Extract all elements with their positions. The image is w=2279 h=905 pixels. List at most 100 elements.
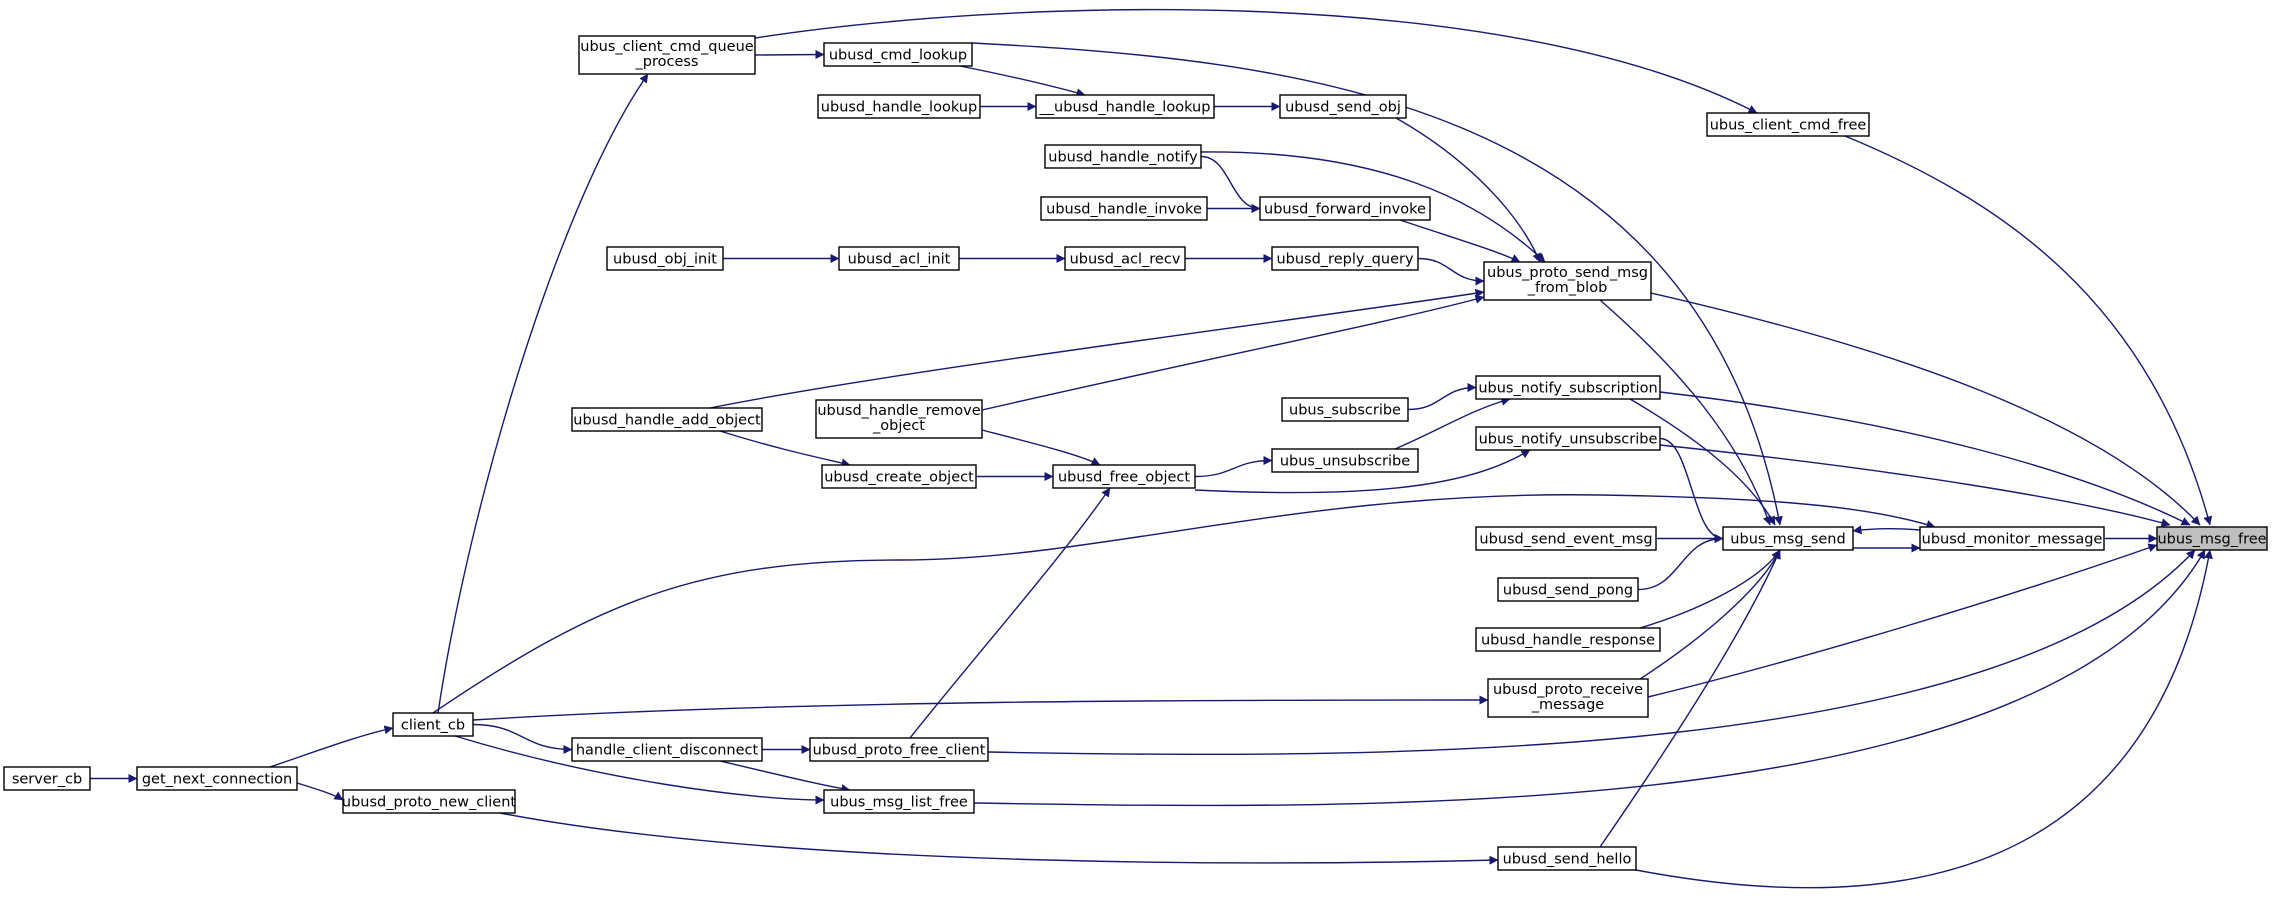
- node-ubus_msg_free[interactable]: ubus_msg_free: [2156, 526, 2268, 551]
- node-label: ubus_subscribe: [1289, 403, 1401, 419]
- node-label: ubusd_reply_query: [1276, 252, 1413, 268]
- node-ubusd_cmd_lookup[interactable]: ubusd_cmd_lookup: [823, 42, 973, 67]
- edge-ubusd_handle_remove_object-to-ubusd_free_object: [981, 429, 1101, 466]
- node-label: ubusd_send_obj: [1285, 100, 1401, 116]
- node-box: [1475, 627, 1661, 652]
- node-box: [342, 789, 516, 814]
- edge-ubusd_send_hello-to-ubus_msg_free: [1635, 549, 2213, 889]
- node-box: [1040, 196, 1208, 221]
- node-ubusd_acl_init[interactable]: ubusd_acl_init: [838, 246, 960, 271]
- node-box: [1281, 397, 1409, 422]
- node-label: ubus_proto_send_msg_from_blob: [1487, 265, 1648, 296]
- node-ubusd_handle_remove_object[interactable]: ubusd_handle_remove_object: [815, 399, 983, 439]
- edge-ubus_proto_send_msg_from_blob-to-ubus_msg_free: [1650, 292, 2201, 526]
- edge-ubus_msg_list_free-to-ubus_msg_free: [973, 549, 2206, 807]
- node-__ubusd_handle_lookup[interactable]: __ubusd_handle_lookup: [1035, 94, 1215, 119]
- node-box: [815, 399, 983, 439]
- node-ubusd_reply_query[interactable]: ubusd_reply_query: [1271, 246, 1419, 271]
- node-ubusd_send_obj[interactable]: ubusd_send_obj: [1279, 94, 1407, 119]
- node-ubusd_proto_new_client[interactable]: ubusd_proto_new_client: [342, 789, 516, 814]
- node-ubusd_free_object[interactable]: ubusd_free_object: [1052, 464, 1196, 489]
- node-box: [1271, 448, 1419, 473]
- node-box: [2156, 526, 2268, 551]
- node-box: [1722, 526, 1854, 551]
- node-box: [1044, 144, 1202, 169]
- node-box: [1052, 464, 1196, 489]
- node-label: ubusd_handle_invoke: [1046, 202, 1202, 218]
- edge-ubusd_proto_receive_message-to-ubus_msg_send: [1639, 549, 1781, 680]
- node-label: ubusd_create_object: [824, 470, 974, 486]
- node-label: ubusd_acl_recv: [1070, 252, 1181, 268]
- edge-ubusd_handle_add_object-to-ubus_proto_send_msg_from_blob: [709, 288, 1485, 409]
- node-label: ubusd_monitor_message: [1922, 532, 2103, 548]
- node-ubusd_handle_notify[interactable]: ubusd_handle_notify: [1044, 144, 1202, 169]
- node-box: [1706, 112, 1870, 137]
- edge-client_cb-to-ubusd_proto_receive_message: [472, 695, 1489, 721]
- node-ubusd_obj_init[interactable]: ubusd_obj_init: [606, 246, 724, 271]
- node-ubusd_handle_add_object[interactable]: ubusd_handle_add_object: [571, 407, 763, 432]
- edge-ubus_unsubscribe-to-ubus_notify_subscription: [1394, 396, 1511, 450]
- node-ubusd_send_hello[interactable]: ubusd_send_hello: [1497, 846, 1637, 871]
- node-server_cb[interactable]: server_cb: [3, 766, 91, 791]
- node-ubus_notify_unsubscribe[interactable]: ubus_notify_unsubscribe: [1475, 426, 1661, 451]
- edge-ubusd_handle_response-to-ubus_msg_send: [1639, 549, 1781, 629]
- node-ubusd_create_object[interactable]: ubusd_create_object: [821, 464, 977, 489]
- node-box: [1497, 577, 1639, 602]
- node-label: get_next_connection: [142, 772, 292, 788]
- node-get_next_connection[interactable]: get_next_connection: [136, 766, 298, 791]
- edge-ubusd_proto_free_client-to-ubusd_free_object: [909, 487, 1111, 739]
- edge-client_cb-to-ubus_client_cmd_queue_process: [437, 73, 649, 714]
- node-label: ubusd_handle_response: [1481, 633, 1655, 649]
- edge-ubus_notify_subscription-to-ubus_msg_free: [1659, 391, 2191, 526]
- node-label: ubusd_handle_notify: [1048, 150, 1198, 166]
- edge-ubusd_reply_query-to-ubus_proto_send_msg_from_blob: [1417, 257, 1485, 286]
- node-ubus_unsubscribe[interactable]: ubus_unsubscribe: [1271, 448, 1419, 473]
- node-ubus_notify_subscription[interactable]: ubus_notify_subscription: [1475, 375, 1661, 400]
- node-label: handle_client_disconnect: [576, 743, 759, 759]
- node-ubus_client_cmd_free[interactable]: ubus_client_cmd_free: [1706, 112, 1870, 137]
- node-ubus_monitor_message[interactable]: ubusd_monitor_message: [1919, 526, 2105, 551]
- node-ubus_msg_list_free[interactable]: ubus_msg_list_free: [823, 789, 975, 814]
- node-ubusd_handle_lookup[interactable]: ubusd_handle_lookup: [817, 94, 981, 119]
- node-label: ubusd_send_event_msg: [1479, 532, 1652, 548]
- node-ubus_subscribe[interactable]: ubus_subscribe: [1281, 397, 1409, 422]
- node-label: ubus_msg_free: [2157, 532, 2266, 548]
- edge-ubusd_proto_free_client-to-ubus_msg_free: [987, 549, 2196, 756]
- node-box: [1035, 94, 1215, 119]
- node-box: [571, 737, 763, 762]
- node-box: [809, 737, 989, 762]
- edge-client_cb-to-ubus_msg_list_free: [454, 735, 825, 805]
- node-label: server_cb: [12, 772, 82, 788]
- node-client_cb[interactable]: client_cb: [392, 712, 474, 737]
- edge-client_cb-to-handle_client_disconnect: [472, 723, 573, 754]
- node-ubusd_send_pong[interactable]: ubusd_send_pong: [1497, 577, 1639, 602]
- edge-get_next_connection-to-client_cb: [269, 725, 394, 768]
- node-ubus_client_cmd_queue_process[interactable]: ubus_client_cmd_queue_process: [578, 35, 756, 75]
- node-label: ubusd_obj_init: [613, 252, 717, 268]
- node-box: [838, 246, 960, 271]
- node-ubusd_acl_recv[interactable]: ubusd_acl_recv: [1064, 246, 1186, 271]
- edge-ubus_notify_subscription-to-ubus_msg_send: [1629, 398, 1776, 526]
- node-ubusd_send_event_msg[interactable]: ubusd_send_event_msg: [1475, 526, 1657, 551]
- node-ubusd_proto_free_client[interactable]: ubusd_proto_free_client: [809, 737, 989, 762]
- node-ubusd_handle_response[interactable]: ubusd_handle_response: [1475, 627, 1661, 652]
- node-ubusd_forward_invoke[interactable]: ubusd_forward_invoke: [1259, 196, 1431, 221]
- node-ubus_msg_send[interactable]: ubus_msg_send: [1722, 526, 1854, 551]
- node-box: [1279, 94, 1407, 119]
- edge-client_cb-to-ubus_monitor_message: [432, 494, 1936, 714]
- edge-ubusd_free_object-to-ubus_unsubscribe: [1194, 456, 1273, 478]
- node-ubusd_handle_invoke[interactable]: ubusd_handle_invoke: [1040, 196, 1208, 221]
- edge-ubusd_cmd_lookup-to-__ubusd_handle_lookup: [959, 65, 1086, 98]
- node-handle_client_disconnect[interactable]: handle_client_disconnect: [571, 737, 763, 762]
- node-ubusd_proto_receive_message[interactable]: ubusd_proto_receive_message: [1487, 678, 1649, 718]
- edge-ubus_client_cmd_queue_process-to-ubus_client_cmd_free: [754, 8, 1758, 114]
- node-box: [1497, 846, 1637, 871]
- edge-ubusd_free_object-to-ubus_notify_unsubscribe: [1194, 449, 1531, 494]
- edge-ubusd_send_obj-to-ubus_proto_send_msg_from_blob: [1395, 117, 1541, 263]
- edge-get_next_connection-to-ubusd_proto_new_client: [296, 782, 344, 801]
- node-label: client_cb: [401, 718, 465, 734]
- node-ubus_proto_send_msg_from_blob[interactable]: ubus_proto_send_msg_from_blob: [1483, 261, 1652, 301]
- node-box: [571, 407, 763, 432]
- node-box: [823, 42, 973, 67]
- node-label: ubusd_handle_remove_object: [817, 403, 980, 434]
